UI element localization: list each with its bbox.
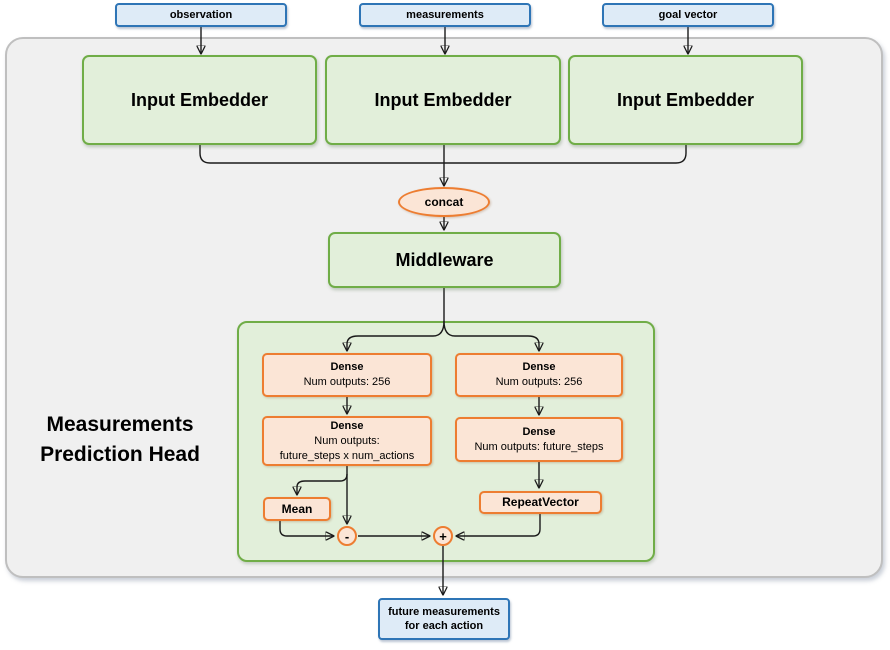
dense-bottom-left-title: Dense [330,419,364,432]
repeat-vector-label: RepeatVector [502,495,579,509]
dense-bottom-right-title: Dense [522,425,556,438]
prediction-head-title-line2: Prediction Head [40,443,200,466]
input-embedder-2-label: Input Embedder [374,89,512,110]
prediction-head-title: Measurements Prediction Head [15,410,225,470]
input-box-goal-vector: goal vector [602,3,774,27]
dense-top-right-title: Dense [522,361,556,373]
minus-node: - [337,526,357,546]
concat-label: concat [424,195,464,209]
dense-bottom-right-detail: Num outputs: future_steps [474,440,604,453]
input-embedder-1: Input Embedder [82,55,317,145]
minus-label: - [344,528,350,544]
dense-top-left-title: Dense [330,361,364,373]
input-embedder-2: Input Embedder [325,55,561,145]
plus-label: + [439,528,447,544]
input-box-observation-label: observation [169,9,233,21]
dense-top-right-detail: Num outputs: 256 [495,376,583,388]
input-box-observation: observation [115,3,287,27]
output-box-line2: for each action [404,620,484,632]
dense-bottom-right-box: Dense Num outputs: future_steps [455,417,623,462]
output-box: future measurements for each action [378,598,510,640]
input-embedder-3: Input Embedder [568,55,803,145]
dense-top-left-box: Dense Num outputs: 256 [262,353,432,397]
repeat-vector-box: RepeatVector [479,491,602,514]
concat-node: concat [398,187,490,217]
dense-bottom-left-detail1: Num outputs: [314,434,380,447]
input-box-goal-vector-label: goal vector [658,9,718,21]
prediction-head-title-line1: Measurements [46,413,194,436]
output-box-line1: future measurements [388,606,500,618]
dense-bottom-left-detail2: future_steps x num_actions [279,449,415,462]
input-embedder-1-label: Input Embedder [130,89,268,110]
input-embedder-3-label: Input Embedder [616,89,754,110]
dense-top-left-detail: Num outputs: 256 [303,376,391,388]
dense-top-right-box: Dense Num outputs: 256 [455,353,623,397]
input-box-measurements-label: measurements [406,9,484,21]
dense-bottom-left-box: Dense Num outputs: future_steps x num_ac… [262,416,432,466]
middleware-box: Middleware [328,232,561,288]
input-box-measurements: measurements [359,3,531,27]
middleware-label: Middleware [395,249,494,270]
mean-label: Mean [281,501,313,516]
plus-node: + [433,526,453,546]
mean-box: Mean [263,497,331,521]
